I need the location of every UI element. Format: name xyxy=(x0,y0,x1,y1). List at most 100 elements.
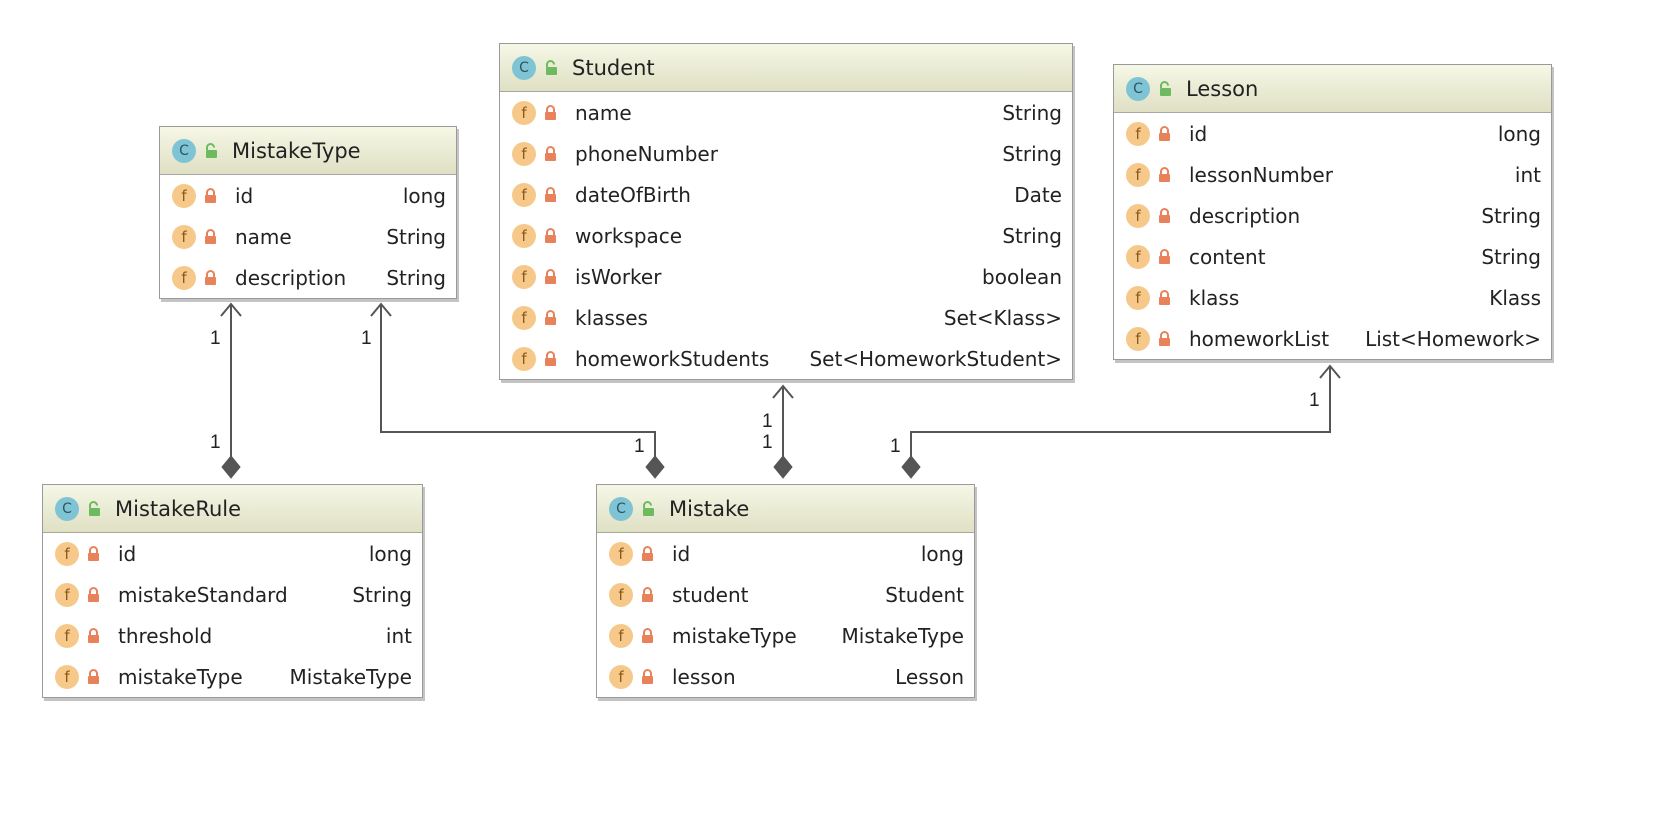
composition-diamond-mistake-lesson xyxy=(901,455,921,479)
field-name: description xyxy=(1189,203,1301,228)
field-icon: f xyxy=(172,183,196,208)
field-icon: f xyxy=(609,664,633,689)
field-icon: f xyxy=(512,223,536,248)
field-icon: f xyxy=(55,541,79,566)
arrowhead-mistaketype-left xyxy=(220,302,242,317)
lock-icon xyxy=(1158,125,1171,142)
field-type: String xyxy=(1002,100,1062,125)
class-name: Lesson xyxy=(1186,76,1259,101)
field-name: lesson xyxy=(672,664,736,689)
field-name: phoneNumber xyxy=(575,141,718,166)
lock-icon xyxy=(1158,248,1171,265)
class-icon: C xyxy=(172,138,196,163)
field-icon: f xyxy=(512,100,536,125)
lock-icon xyxy=(641,586,654,603)
class-icon: C xyxy=(55,496,79,521)
composition-diamond-mistakerule xyxy=(221,455,241,479)
field-type: Set<HomeworkStudent> xyxy=(809,346,1062,371)
field-icon: f xyxy=(609,582,633,607)
field-type: long xyxy=(920,541,964,566)
relation-mistake-mistaketype-line xyxy=(380,304,656,458)
field-name: id xyxy=(672,541,691,566)
field-name: description xyxy=(235,265,347,290)
multiplicity-mistake-student-source: 1 xyxy=(762,432,773,453)
class-name: MistakeRule xyxy=(115,496,242,521)
field-name: id xyxy=(118,541,137,566)
field-type: String xyxy=(386,224,446,249)
field-icon: f xyxy=(55,582,79,607)
lock-icon xyxy=(544,145,557,162)
field-type: long xyxy=(402,183,446,208)
field-icon: f xyxy=(55,623,79,648)
field-name: name xyxy=(575,100,632,125)
lock-icon xyxy=(1158,166,1171,183)
multiplicity-lesson-target: 1 xyxy=(1309,390,1320,411)
class-name: MistakeType xyxy=(232,138,361,163)
class-name: Student xyxy=(572,55,655,80)
composition-diamond-mistake-mistaketype xyxy=(645,455,665,479)
lock-icon xyxy=(641,627,654,644)
class-header[interactable]: C MistakeType xyxy=(160,127,456,175)
lock-icon xyxy=(204,228,217,245)
field-type: Student xyxy=(885,582,964,607)
lock-icon xyxy=(87,545,100,562)
multiplicity-mistakerule-source: 1 xyxy=(210,432,221,453)
lock-icon xyxy=(204,269,217,286)
field-icon: f xyxy=(172,265,196,290)
field-name: mistakeType xyxy=(118,664,243,689)
field-row[interactable]: f isWorker boolean xyxy=(500,256,1072,297)
class-icon: C xyxy=(609,496,633,521)
field-type: boolean xyxy=(982,264,1062,289)
lock-icon xyxy=(1158,289,1171,306)
multiplicity-student-target: 1 xyxy=(762,411,773,432)
unlocked-icon xyxy=(204,142,218,159)
field-name: homeworkList xyxy=(1189,326,1330,351)
field-type: String xyxy=(352,582,412,607)
field-type: String xyxy=(1481,244,1541,269)
field-name: isWorker xyxy=(575,264,662,289)
field-icon: f xyxy=(1126,162,1150,187)
field-name: mistakeType xyxy=(672,623,797,648)
lock-icon xyxy=(544,186,557,203)
multiplicity-mistake-lesson-source: 1 xyxy=(890,436,901,457)
field-type: Klass xyxy=(1489,285,1541,310)
composition-diamond-mistake-student xyxy=(773,455,793,479)
lock-icon xyxy=(544,104,557,121)
field-row[interactable]: f name String xyxy=(500,92,1072,133)
field-icon: f xyxy=(512,264,536,289)
field-type: List<Homework> xyxy=(1365,326,1541,351)
class-header[interactable]: C MistakeRule xyxy=(43,485,422,533)
arrowhead-mistaketype-right xyxy=(370,302,392,317)
field-name: workspace xyxy=(575,223,683,248)
